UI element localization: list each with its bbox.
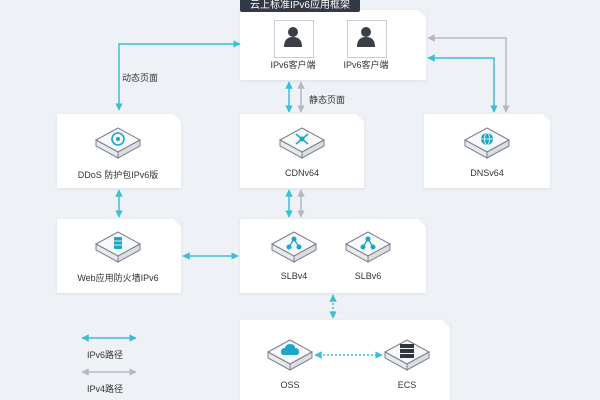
ipv6-client-label-1: IPv6客户端	[270, 60, 316, 70]
edge-clients-cdn	[285, 81, 305, 113]
firewall-icon	[94, 231, 142, 263]
load-balancer-icon	[270, 231, 318, 263]
network-hub-icon	[278, 127, 326, 159]
diagram-title: 云上标准IPv6应用框架	[240, 0, 360, 12]
slb-card	[240, 219, 426, 293]
ipv6-client-label-2: IPv6客户端	[343, 60, 389, 70]
cloud-storage-icon	[266, 339, 314, 371]
oss-label: OSS	[280, 380, 300, 390]
ddos-label: DDoS 防护包IPv6版	[77, 170, 159, 180]
ecs-label: ECS	[397, 380, 417, 390]
user-icon	[357, 27, 375, 47]
shield-icon	[94, 127, 142, 159]
edge-clients-dns	[427, 34, 510, 113]
legend-ipv4-label: IPv4路径	[87, 384, 124, 394]
load-balancer-icon	[344, 231, 392, 263]
user-icon	[284, 27, 302, 47]
cdn-label: CDNv64	[284, 168, 320, 178]
globe-icon	[463, 127, 511, 159]
slbv4-label: SLBv4	[280, 271, 308, 281]
slbv6-label: SLBv6	[354, 271, 382, 281]
server-icon	[383, 339, 431, 371]
static-page-label: 静态页面	[309, 95, 346, 105]
clients-card	[240, 10, 426, 80]
edge-cdn-slb	[285, 189, 305, 218]
waf-label: Web应用防火墙IPv6	[77, 273, 159, 283]
edge-clients-ddos	[115, 40, 241, 111]
dns-label: DNSv64	[470, 168, 504, 178]
legend-ipv6-label: IPv6路径	[87, 350, 124, 360]
